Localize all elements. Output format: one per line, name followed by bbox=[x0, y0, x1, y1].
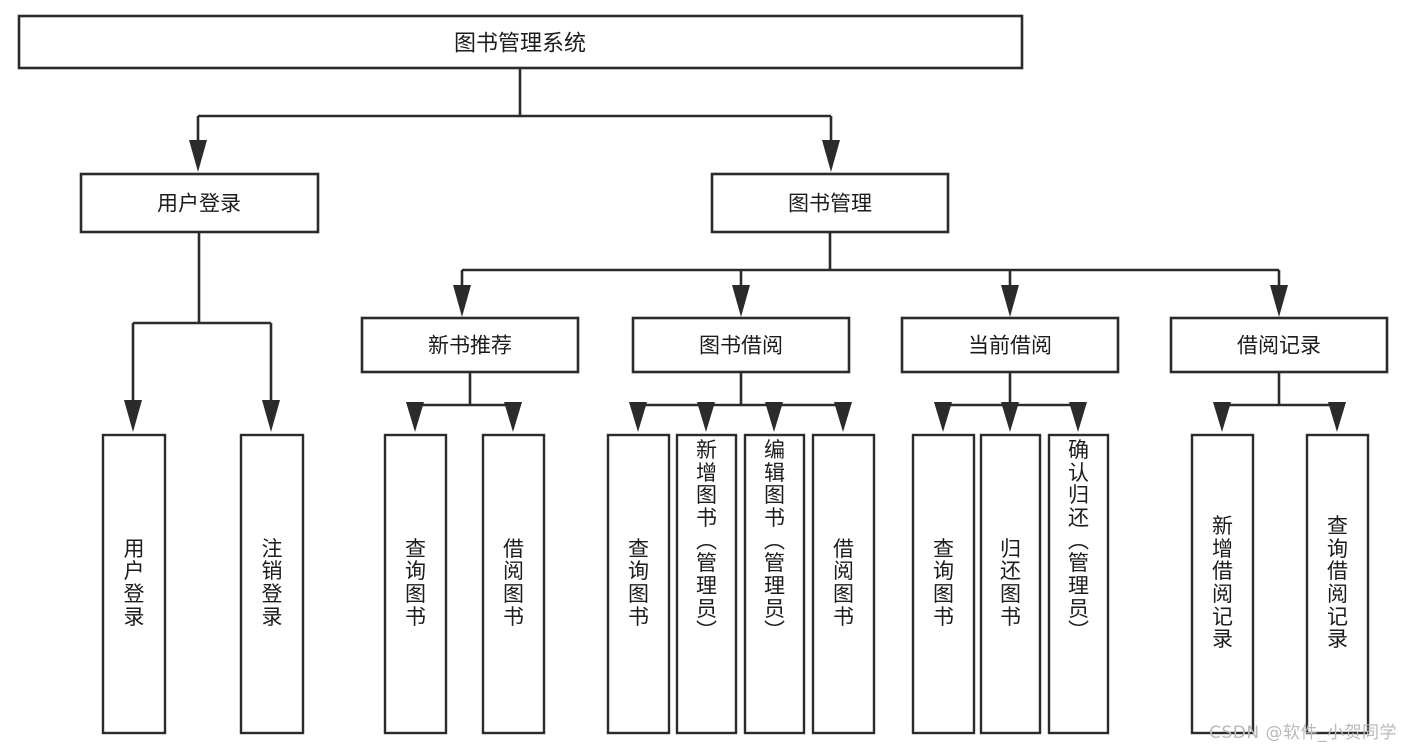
leaf-box-add-record[interactable] bbox=[1190, 433, 1255, 735]
borrow-record-label: 借阅记录 bbox=[1237, 335, 1321, 358]
leaf-box-edit-book[interactable] bbox=[743, 433, 806, 735]
arrow-head-leaf-edit-book bbox=[765, 402, 783, 432]
new-book-recommend-label: 新书推荐 bbox=[428, 335, 512, 358]
arrow-head-leaf-query-record bbox=[1328, 402, 1346, 432]
leaf-box-return-book[interactable] bbox=[979, 433, 1042, 735]
leaf-box-query-book-3[interactable] bbox=[911, 433, 976, 735]
leaf-box-confirm-return[interactable] bbox=[1047, 433, 1110, 735]
book-borrow-box bbox=[631, 316, 851, 374]
arrow-head-leaf-query-book-1 bbox=[406, 402, 424, 432]
root-box bbox=[17, 14, 1024, 70]
leaf-box-user-login[interactable] bbox=[101, 433, 167, 735]
current-borrow-label: 当前借阅 bbox=[968, 335, 1052, 358]
arrow-head-leaf-return-book bbox=[1001, 402, 1019, 432]
root-label: 图书管理系统 bbox=[454, 31, 586, 56]
arrow-head-leaf-logout bbox=[262, 400, 280, 432]
node-book-borrow[interactable]: 图书借阅 bbox=[631, 316, 851, 374]
node-book-management[interactable]: 图书管理 bbox=[710, 172, 950, 234]
arrow-head-leaf-query-book-3 bbox=[934, 402, 952, 432]
leaf-box-borrow-book-2[interactable] bbox=[811, 433, 876, 735]
user-login-label: 用户登录 bbox=[157, 193, 241, 216]
leaf-box-borrow-book-1[interactable] bbox=[481, 433, 546, 735]
arrow-head-leaf-borrow-book-1 bbox=[504, 402, 522, 432]
arrow-head-leaf-confirm-return bbox=[1069, 402, 1087, 432]
new-book-recommend-box bbox=[360, 316, 580, 374]
current-borrow-box bbox=[900, 316, 1120, 374]
book-management-box bbox=[710, 172, 950, 234]
leaf-box-logout[interactable] bbox=[239, 433, 305, 735]
leaf-box-query-book-2[interactable] bbox=[606, 433, 671, 735]
node-borrow-record[interactable]: 借阅记录 bbox=[1169, 316, 1389, 374]
arrow-head-leaf-add-record bbox=[1213, 402, 1231, 432]
node-current-borrow[interactable]: 当前借阅 bbox=[900, 316, 1120, 374]
node-user-login[interactable]: 用户登录 bbox=[79, 172, 320, 234]
arrow-head-book-borrow bbox=[732, 285, 750, 317]
arrow-head-book-management bbox=[822, 140, 840, 172]
leaf-box-add-book[interactable] bbox=[675, 433, 738, 735]
arrow-head-new-book-recommend bbox=[453, 285, 471, 317]
leaf-box-query-book-1[interactable] bbox=[383, 433, 448, 735]
arrow-head-leaf-borrow-book-2 bbox=[834, 402, 852, 432]
arrow-head-leaf-add-book bbox=[697, 402, 715, 432]
node-root[interactable]: 图书管理系统 bbox=[17, 14, 1024, 70]
leaf-box-query-record[interactable] bbox=[1305, 433, 1370, 735]
arrow-head-leaf-user-login bbox=[124, 400, 142, 432]
node-new-book-recommend[interactable]: 新书推荐 bbox=[360, 316, 580, 374]
book-management-label: 图书管理 bbox=[788, 193, 872, 216]
arrow-head-current-borrow bbox=[1001, 285, 1019, 317]
arrow-head-leaf-query-book-2 bbox=[629, 402, 647, 432]
arrow-head-borrow-record bbox=[1270, 285, 1288, 317]
arrow-head-user-login bbox=[189, 140, 207, 172]
borrow-record-box bbox=[1169, 316, 1389, 374]
book-borrow-label: 图书借阅 bbox=[699, 335, 783, 358]
